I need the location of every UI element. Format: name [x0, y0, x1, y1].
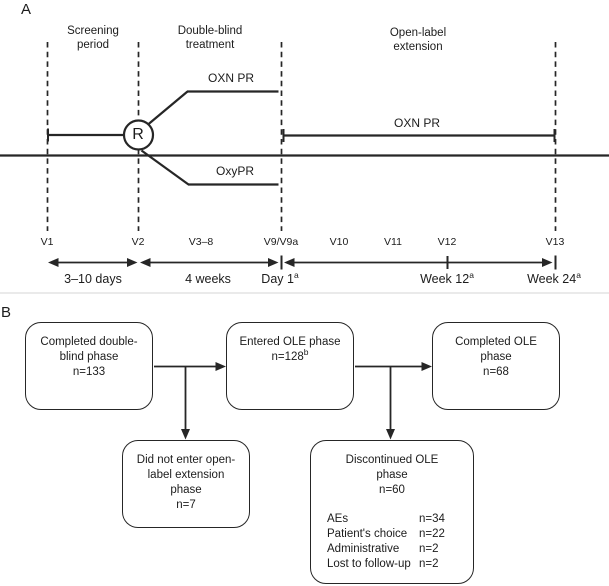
- arrowhead-doubleblind-left: [140, 258, 151, 267]
- randomization-circle: [122, 119, 155, 151]
- visit-label-v3-8: V3–8: [188, 236, 214, 248]
- box-title: Completed double-blind phase: [40, 336, 138, 363]
- count-text: n=68: [483, 366, 509, 378]
- reason-value: n=2: [419, 543, 439, 555]
- duration-text: 4 weeks: [185, 272, 231, 286]
- arrowhead-doubleblind-right: [268, 258, 279, 267]
- duration-label-week12: Week 12a: [420, 269, 474, 286]
- count-sup: b: [303, 347, 309, 358]
- box-count: n=60: [311, 483, 473, 498]
- reason-row-patients-choice: Patient's choice n=22: [327, 527, 459, 542]
- panel-a-letter: A: [21, 1, 32, 18]
- box-title: Entered OLE phase: [239, 336, 341, 348]
- visit-label-v11: V11: [384, 236, 402, 248]
- reason-row-lost-to-followup: Lost to follow-up n=2: [327, 557, 459, 572]
- visit-label-v13: V13: [545, 236, 565, 248]
- flow-box-completed-double-blind: Completed double-blind phase n=133: [25, 322, 153, 410]
- duration-sup: a: [469, 269, 474, 280]
- arm-label-oxy-double-blind: OxyPR: [215, 164, 255, 178]
- arrowhead-screening-right: [127, 258, 138, 267]
- count-text: n=7: [176, 499, 196, 511]
- panel-divider-band: [0, 292, 609, 294]
- randomization-letter: R: [132, 126, 144, 143]
- phase-label-open-label: Open-label extension: [389, 27, 447, 53]
- duration-text: Week 12: [420, 272, 470, 286]
- duration-text: 3–10 days: [64, 272, 122, 286]
- duration-label-week24: Week 24a: [527, 269, 581, 286]
- discontinuation-reasons-list: AEs n=34 Patient's choice n=22 Administr…: [327, 512, 459, 572]
- flow-box-did-not-enter: Did not enter open-label extension phase…: [122, 440, 250, 528]
- panel-b-letter: B: [1, 304, 12, 321]
- flow-box-completed-ole: Completed OLE phase n=68: [432, 322, 560, 410]
- reason-row-administrative: Administrative n=2: [327, 542, 459, 557]
- arrowhead-into-box4: [181, 429, 190, 440]
- oxn-branch-diagonal: [147, 90, 189, 126]
- reason-value: n=22: [419, 528, 445, 540]
- duration-sup: a: [293, 269, 299, 280]
- box-count: n=68: [433, 365, 559, 380]
- visit-label-v9-v9a: V9/V9a: [263, 236, 299, 248]
- duration-text: Day 1: [261, 272, 294, 286]
- duration-text: Week 24: [527, 272, 577, 286]
- reason-label: Administrative: [327, 543, 400, 555]
- arrowhead-into-box5: [386, 429, 395, 440]
- box-count: n=128b: [227, 347, 353, 365]
- oxy-branch-diagonal: [140, 149, 190, 186]
- phase-label-screening: Screening period: [67, 25, 119, 51]
- arrowhead-openlabel-left: [284, 258, 295, 267]
- arrowhead-screening-left: [48, 258, 59, 267]
- count-text: n=128: [271, 351, 304, 363]
- count-text: n=133: [72, 366, 106, 378]
- reason-value: n=34: [419, 513, 445, 525]
- count-text: n=60: [379, 484, 405, 496]
- duration-label-day1: Day 1a: [261, 269, 299, 286]
- reason-label: AEs: [327, 513, 349, 525]
- arrowhead-into-box2: [215, 362, 226, 371]
- visit-label-v10: V10: [329, 236, 349, 248]
- reason-value: n=2: [419, 558, 439, 570]
- arrowhead-openlabel-right: [542, 258, 553, 267]
- box-title: Completed OLE phase: [455, 336, 537, 363]
- reason-row-aes: AEs n=34: [327, 512, 459, 527]
- phase-label-double-blind: Double-blind treatment: [177, 25, 243, 51]
- arrowhead-into-box3: [421, 362, 432, 371]
- box-count: n=133: [26, 365, 152, 380]
- visit-label-v1: V1: [40, 236, 54, 248]
- duration-label-screening: 3–10 days: [64, 272, 122, 286]
- duration-label-double-blind: 4 weeks: [185, 272, 231, 286]
- box-title: Did not enter open-label extension phase: [136, 454, 236, 496]
- reason-label: Lost to follow-up: [327, 558, 411, 570]
- visit-label-v12: V12: [437, 236, 457, 248]
- flow-box-entered-ole: Entered OLE phase n=128b: [226, 322, 354, 410]
- arm-label-oxn-open-label: OXN PR: [393, 116, 441, 130]
- flow-box-discontinued-ole: Discontinued OLE phase n=60 AEs n=34 Pat…: [310, 440, 474, 584]
- arm-label-oxn-double-blind: OXN PR: [207, 71, 255, 85]
- reason-label: Patient's choice: [327, 528, 408, 540]
- box-title: Discontinued OLE phase: [345, 454, 439, 481]
- box-count: n=7: [123, 498, 249, 513]
- visit-label-v2: V2: [131, 236, 145, 248]
- duration-sup: a: [576, 269, 581, 280]
